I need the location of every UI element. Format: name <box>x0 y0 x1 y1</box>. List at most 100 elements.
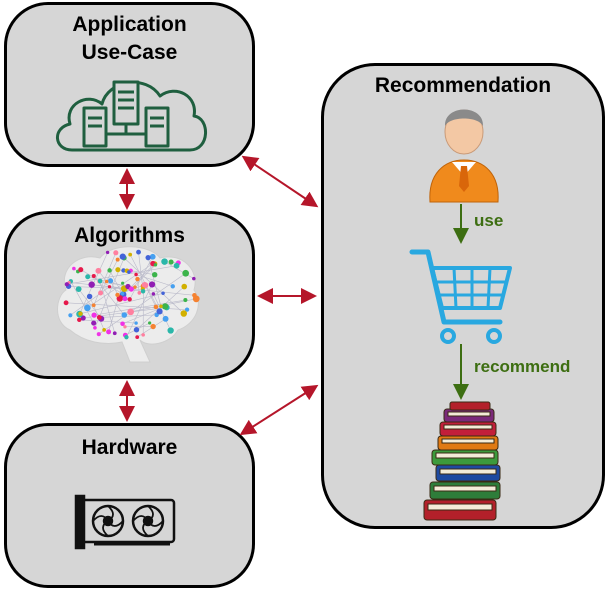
recommend-label: recommend <box>474 357 571 376</box>
brain-node <box>134 272 138 277</box>
brain-node <box>98 290 104 296</box>
brain-node <box>133 327 140 333</box>
brain-node <box>150 323 156 330</box>
brain-node <box>121 268 126 273</box>
brain-node <box>141 333 145 337</box>
brain-link <box>135 274 173 287</box>
brain-node <box>168 259 174 265</box>
brain-node <box>107 278 114 284</box>
connector-app-recommendation <box>241 155 319 208</box>
brain-node <box>106 329 112 335</box>
brain-link <box>138 252 144 289</box>
brain-node <box>93 325 97 330</box>
brain-node <box>133 285 137 289</box>
brain-link <box>130 270 155 276</box>
hardware-title: Hardware <box>81 436 178 459</box>
brain-node <box>183 297 188 303</box>
brain-node <box>77 317 82 323</box>
brain-link <box>99 280 116 334</box>
brain-node <box>137 291 142 295</box>
brain-link <box>80 293 164 314</box>
brain-node <box>84 304 91 312</box>
brain-node <box>107 285 112 289</box>
brain-node <box>80 315 86 321</box>
brain-node <box>68 313 73 318</box>
brain-node <box>153 263 158 267</box>
brain-node <box>104 279 109 284</box>
recommendation-title: Recommendation <box>374 74 552 97</box>
brain-node <box>141 281 148 288</box>
brain-link <box>126 284 153 338</box>
brain-node <box>184 307 190 312</box>
brain-node <box>152 272 158 278</box>
brain-node <box>113 250 119 256</box>
brain-link <box>99 314 157 318</box>
use-label: use <box>474 211 504 230</box>
brain-node <box>148 281 156 288</box>
brain-link <box>87 263 154 309</box>
brain-node <box>156 308 163 315</box>
brain-link <box>164 261 194 279</box>
brain-link <box>108 283 123 332</box>
brain-node <box>115 267 121 273</box>
brain-node <box>78 267 84 273</box>
brain-node <box>75 286 82 292</box>
brain-node <box>181 283 188 290</box>
brain-node <box>86 293 93 300</box>
brain-node <box>96 315 102 320</box>
brain-node <box>161 303 169 310</box>
brain-node <box>145 254 151 261</box>
application-use-case-panel: Application Use-Case <box>4 2 255 167</box>
brain-node <box>123 325 127 329</box>
brain-node <box>91 274 96 279</box>
brain-node <box>96 332 101 337</box>
brain-node <box>78 311 83 316</box>
algorithms-title: Algorithms <box>74 224 185 247</box>
brain-node <box>115 292 120 298</box>
brain-link <box>94 299 186 316</box>
brain-node <box>162 315 169 322</box>
application-title-line1: Application <box>72 13 187 36</box>
brain-node <box>161 258 168 265</box>
brain-node <box>182 269 190 277</box>
brain-node <box>121 281 125 285</box>
brain-node <box>173 262 180 269</box>
brain-node <box>105 250 110 255</box>
brain-node <box>136 249 141 255</box>
brain-link <box>79 319 137 324</box>
brain-link <box>89 296 105 330</box>
books-stack-icon <box>423 401 501 521</box>
brain-node <box>167 327 174 334</box>
cloud-servers-icon <box>56 80 207 152</box>
brain-node <box>161 291 165 296</box>
brain-link <box>100 259 118 294</box>
brain-node <box>112 331 117 336</box>
brain-node <box>120 291 125 296</box>
brain-node <box>135 335 140 340</box>
user-icon <box>429 109 499 203</box>
brain-node <box>127 297 132 302</box>
brain-node <box>140 289 146 294</box>
brain-node <box>192 276 196 281</box>
brain-node <box>102 328 107 332</box>
brain-node <box>159 304 163 309</box>
brain-node <box>91 312 97 318</box>
brain-node <box>151 292 156 296</box>
brain-node <box>149 253 156 260</box>
brain-node <box>153 304 159 310</box>
brain-node <box>122 296 128 302</box>
brain-node <box>148 321 152 325</box>
brain-node <box>63 300 69 306</box>
brain-node <box>95 267 102 274</box>
brain-link <box>66 265 177 285</box>
brain-link <box>129 256 153 300</box>
brain-node <box>85 274 91 280</box>
brain-node <box>120 321 125 327</box>
brain-node <box>119 253 126 260</box>
shopping-cart-icon <box>409 249 512 344</box>
brain-node <box>91 320 97 326</box>
brain-node <box>134 321 138 325</box>
brain-node <box>97 278 103 284</box>
brain-node <box>180 310 188 317</box>
